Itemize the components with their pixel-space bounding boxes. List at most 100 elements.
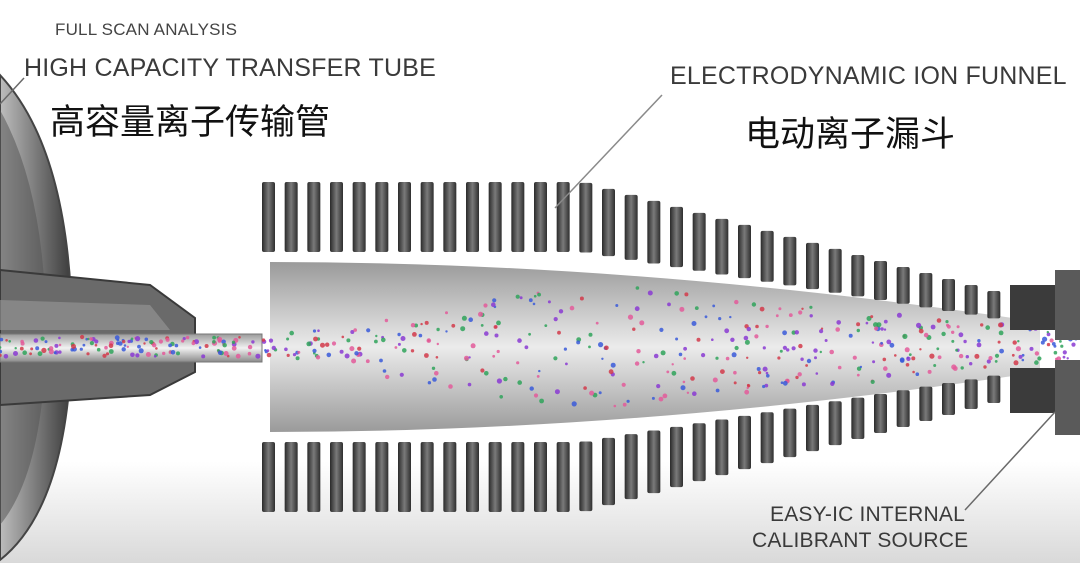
ion-particle — [3, 354, 9, 359]
electrode-plate-top — [715, 218, 729, 275]
ion-particle — [519, 296, 523, 300]
ion-particle — [313, 336, 318, 342]
electrode-plate-bottom — [760, 412, 774, 464]
ion-particle — [997, 340, 1001, 344]
electrode-plate-bottom — [443, 442, 457, 512]
ion-particle — [642, 361, 645, 364]
ion-particle — [883, 319, 888, 324]
ion-particle — [819, 350, 822, 354]
ion-particle — [976, 342, 982, 348]
ion-particle — [947, 324, 951, 329]
ion-particle — [589, 390, 595, 396]
ion-particle — [153, 355, 157, 358]
ion-particle — [182, 337, 186, 341]
ion-particle — [339, 349, 344, 354]
ion-particle — [595, 321, 599, 325]
ion-particle — [1011, 353, 1015, 357]
leader-line-ion-funnel — [554, 94, 663, 209]
ion-particle — [684, 292, 689, 297]
electrode-plate-top — [964, 284, 978, 315]
ion-particle — [553, 317, 558, 322]
ion-particle — [865, 321, 869, 325]
electrode-plate-bottom — [511, 442, 525, 512]
ion-particle — [532, 302, 536, 306]
ion-particle — [696, 337, 701, 342]
ion-particle — [445, 330, 448, 333]
ion-particle — [381, 337, 386, 343]
ion-particle — [729, 315, 732, 319]
ion-particle — [349, 346, 355, 352]
ion-particle — [231, 340, 236, 344]
ion-particle — [941, 331, 946, 337]
ion-particle — [491, 302, 496, 308]
ion-particle — [517, 338, 522, 343]
ion-particle — [653, 353, 659, 359]
ion-particle — [528, 332, 531, 336]
ion-particle — [899, 357, 905, 363]
ion-particle — [715, 388, 720, 393]
ion-particle — [601, 357, 604, 360]
ion-particle — [96, 347, 101, 352]
ion-particle — [467, 382, 472, 387]
ion-particle — [41, 347, 47, 353]
ion-particle — [691, 321, 697, 326]
ion-particle — [22, 350, 28, 356]
ion-particle — [906, 356, 911, 361]
ion-particle — [746, 356, 749, 359]
ion-particle — [974, 353, 980, 359]
ion-particle — [615, 304, 619, 307]
ion-particle — [977, 339, 981, 343]
ion-particle — [464, 355, 469, 361]
ion-particle — [53, 351, 57, 355]
ion-particle — [217, 339, 222, 343]
ion-particle — [835, 327, 840, 332]
ion-particle — [326, 352, 332, 358]
ion-particle — [1062, 355, 1066, 359]
ion-particle — [1060, 344, 1064, 348]
ion-particle — [815, 372, 819, 375]
ion-particle — [54, 343, 59, 348]
ion-particle — [908, 353, 912, 356]
ion-particle — [217, 350, 223, 356]
ion-particle — [1053, 344, 1057, 348]
ion-particle — [517, 380, 522, 385]
source-housing — [0, 73, 196, 562]
ion-particle — [999, 348, 1004, 354]
electrode-plate-bottom — [738, 415, 751, 470]
ion-particle — [105, 352, 110, 356]
ion-particle — [94, 343, 98, 347]
electrode-plate-bottom — [987, 375, 1001, 404]
electrode-plate-top — [624, 194, 638, 260]
ion-particle — [813, 348, 818, 353]
ion-particle — [382, 369, 387, 373]
ion-particle — [777, 356, 781, 360]
ion-particle — [626, 399, 630, 403]
electrode-plate-bottom — [874, 393, 887, 434]
electrode-plate-top — [851, 254, 865, 297]
ion-particle — [715, 356, 719, 360]
ion-particle — [856, 328, 860, 333]
ion-particle — [292, 353, 297, 357]
ion-particle — [754, 334, 759, 339]
ion-particle — [436, 342, 439, 346]
ion-particle — [911, 356, 916, 361]
ion-particle — [782, 330, 787, 336]
leader-line-calibrant — [964, 411, 1056, 511]
ion-particle — [766, 374, 770, 378]
ion-particle — [127, 339, 131, 344]
electrode-plate-bottom — [783, 408, 797, 458]
ion-particle — [647, 290, 653, 296]
ion-particle — [138, 348, 144, 354]
ion-particle — [315, 355, 321, 360]
ion-particle — [880, 327, 884, 331]
ion-particle — [915, 372, 920, 377]
ion-particle — [788, 313, 793, 317]
ion-particle — [35, 346, 40, 351]
ion-particle — [801, 382, 806, 387]
ion-particle — [965, 355, 969, 359]
ion-particle — [1037, 356, 1042, 361]
ion-particle — [484, 371, 489, 376]
electrode-plate-bottom — [556, 442, 570, 512]
ion-particle — [800, 357, 804, 361]
